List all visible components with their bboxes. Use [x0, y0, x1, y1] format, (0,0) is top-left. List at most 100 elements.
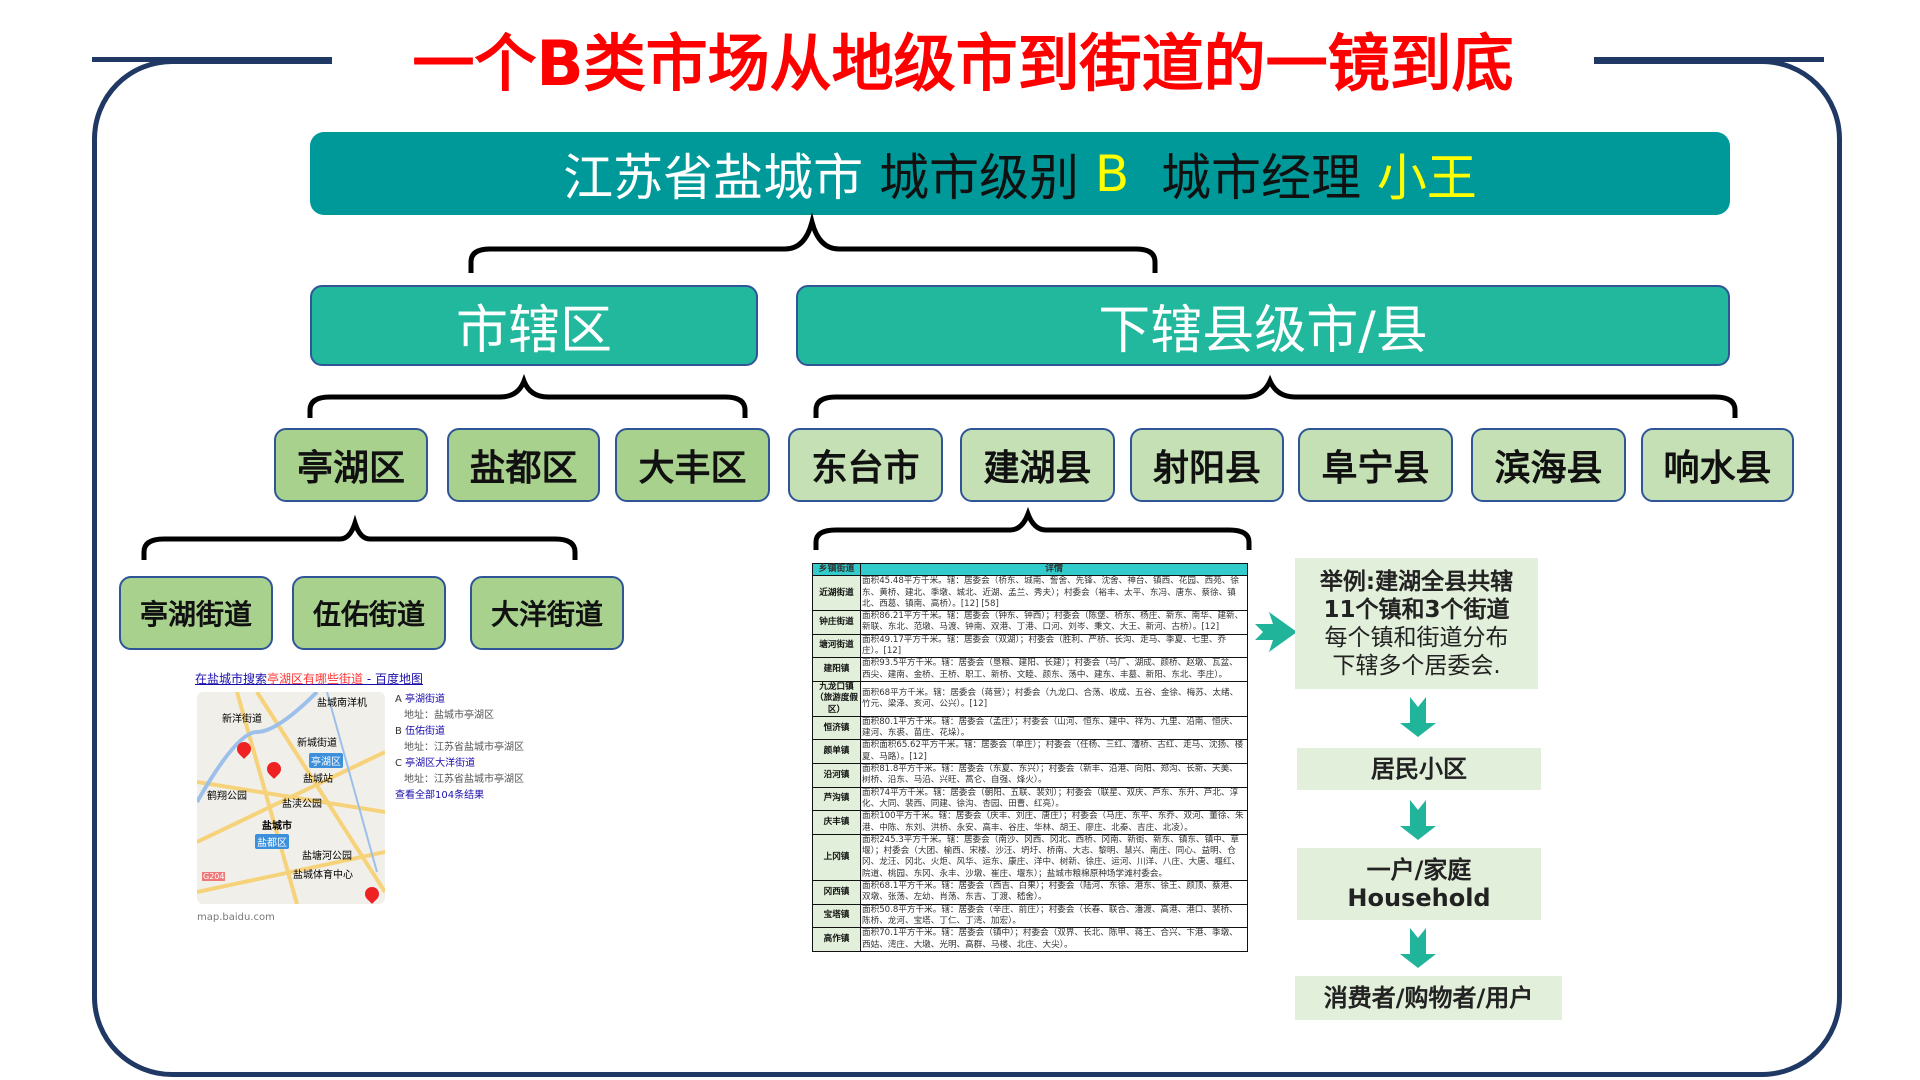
- table-header: 乡镇街道: [812, 562, 861, 577]
- arrow-down-icon: [1400, 697, 1436, 737]
- title-rule-left: [92, 57, 332, 62]
- county-level-box: 下辖县级市/县: [796, 285, 1730, 366]
- county-xiangshui: 响水县: [1641, 428, 1794, 502]
- brace-county: [813, 374, 1738, 418]
- arrow-right-icon: [1255, 612, 1297, 652]
- township-detail: 面积70.1平方千米。辖：居委会（镇中）；村委会（双界、长北、陈甲、蒋王、合兴、…: [860, 927, 1248, 952]
- township-name: 建阳镇: [812, 657, 861, 682]
- county-funing: 阜宁县: [1298, 428, 1453, 502]
- district-dafeng: 大丰区: [615, 428, 770, 502]
- street-wuyou: 伍佑街道: [292, 576, 446, 650]
- community-box: 居民小区: [1297, 748, 1541, 790]
- county-dongtai: 东台市: [788, 428, 943, 502]
- township-name: 颜单镇: [812, 739, 861, 765]
- township-name: 庆丰镇: [812, 810, 861, 835]
- result-link[interactable]: 亭湖街道: [405, 694, 446, 705]
- township-detail: 面积245.3平方千米。辖：居委会（南沙、冈西、冈北、西桥、冈南、新街、新东、镇…: [860, 833, 1248, 882]
- table-row: 庆丰镇面积100平方千米。辖：居委会（庆丰、刘庄、唐庄）；村委会（马庄、东平、东…: [812, 810, 1248, 835]
- township-detail: 面积74平方千米。辖：居委会（朝阳、五联、裴刘）；村委会（联星、双庆、芦东、东升…: [860, 786, 1248, 812]
- table-row: 颜单镇面积面积65.62平方千米。辖：居委会（单庄）；村委会（任杨、三红、漕桥、…: [812, 739, 1248, 765]
- map-label: 盐都区: [255, 834, 289, 849]
- township-name: 冈西镇: [812, 880, 861, 905]
- example-line: 11个镇和3个街道: [1323, 596, 1510, 623]
- table-row: 沿河镇面积81.8平方千米。辖：居委会（东夏、东兴）；村委会（新丰、沿港、向阳、…: [812, 763, 1248, 788]
- township-detail: 面积68平方千米。辖：居委会（蒋营）；村委会（九龙口、合荡、收成、五谷、金徐、梅…: [860, 680, 1248, 717]
- township-detail: 面积100平方千米。辖：居委会（庆丰、刘庄、唐庄）；村委会（马庄、东平、东乔、双…: [860, 810, 1248, 835]
- map-label: 盐塘河公园: [302, 851, 352, 862]
- township-name: 近湖街道: [812, 575, 861, 612]
- street-dayang: 大洋街道: [470, 576, 624, 650]
- city-name: 江苏省盐城市: [563, 148, 864, 207]
- level-label: 城市级别: [878, 148, 1079, 207]
- table-row: 钟庄街道面积86.21平方千米。辖：居委会（钟东、钟西）；村委会（陈堡、桥东、杨…: [812, 610, 1248, 635]
- brace-tinghu: [141, 514, 578, 560]
- brace-jianhu: [813, 506, 1252, 550]
- baidu-map-result: 在盐城市搜索亭湖区有哪些街道 - 百度地图 新洋街道 新城街道 盐城南洋机 亭湖…: [195, 670, 545, 930]
- township-name: 钟庄街道: [812, 610, 861, 635]
- township-name: 塘河街道: [812, 633, 861, 659]
- township-name: 沿河镇: [812, 763, 861, 788]
- map-thumbnail[interactable]: 新洋街道 新城街道 盐城南洋机 亭湖区 盐城站 鹤翔公园 盐渎公园 盐城市 盐都…: [197, 692, 385, 904]
- map-label: 鹤翔公园: [207, 791, 247, 802]
- township-detail: 面积80.1平方千米。辖：居委会（孟庄）；村委会（山河、恒东、建中、祥为、九里、…: [860, 715, 1248, 741]
- table-row: 上冈镇面积245.3平方千米。辖：居委会（南沙、冈西、冈北、西桥、冈南、新街、新…: [812, 833, 1248, 882]
- example-line: 举例:建湖全县共辖: [1319, 568, 1514, 595]
- township-detail: 面积81.8平方千米。辖：居委会（东夏、东兴）；村委会（新丰、沿港、向阳、郑沟、…: [860, 763, 1248, 788]
- street-tinghu: 亭湖街道: [119, 576, 273, 650]
- title-rule-right: [1594, 57, 1824, 62]
- household-en: Household: [1347, 884, 1491, 912]
- household-box: 一户/家庭 Household: [1297, 848, 1541, 920]
- brace-urban: [307, 373, 748, 418]
- result-address: 地址：江苏省盐城市亭湖区: [404, 774, 524, 785]
- township-name: 上冈镇: [812, 833, 861, 882]
- table-row: 近湖街道面积45.48平方千米。辖：居委会（桥东、城南、訾舍、先锋、沈舍、神台、…: [812, 575, 1248, 612]
- arrow-down-icon: [1400, 928, 1436, 968]
- example-line: 每个镇和街道分布: [1324, 624, 1509, 651]
- table-row: 冈西镇面积68.1平方千米。辖：居委会（西吉、白果）；村委会（陆河、东徐、港东、…: [812, 880, 1248, 905]
- county-binhai: 滨海县: [1471, 428, 1626, 502]
- table-row: 高作镇面积70.1平方千米。辖：居委会（镇中）；村委会（双界、长北、陈甲、蒋王、…: [812, 927, 1248, 952]
- consumer-box: 消费者/购物者/用户: [1295, 976, 1562, 1020]
- township-name: 九龙口镇（旅游度假区）: [812, 680, 861, 717]
- result-link[interactable]: 亭湖区大洋街道: [405, 758, 476, 769]
- table-row: 九龙口镇（旅游度假区）面积68平方千米。辖：居委会（蒋营）；村委会（九龙口、合荡…: [812, 680, 1248, 717]
- jianhu-example-box: 举例:建湖全县共辖 11个镇和3个街道 每个镇和街道分布 下辖多个居委会.: [1295, 558, 1538, 689]
- township-detail: 面积50.8平方千米。辖：居委会（辛庄、前庄）；村委会（长春、联合、潘渡、高港、…: [860, 903, 1248, 929]
- township-name: 宝塔镇: [812, 903, 861, 929]
- result-link[interactable]: 伍佑街道: [405, 726, 446, 737]
- township-detail: 面积86.21平方千米。辖：居委会（钟东、钟西）；村委会（陈堡、桥东、杨庄、新东…: [860, 610, 1248, 635]
- township-detail: 面积49.17平方千米。辖：居委会（双湖）；村委会（胜利、严桥、长沟、走马、季夏…: [860, 633, 1248, 659]
- map-label: 盐城市: [262, 821, 292, 832]
- district-yandu: 盐都区: [447, 428, 600, 502]
- result-address: 地址：盐城市亭湖区: [404, 710, 494, 721]
- brace-city: [468, 212, 1158, 273]
- table-row: 芦沟镇面积74平方千米。辖：居委会（朝阳、五联、裴刘）；村委会（联星、双庆、芦东…: [812, 786, 1248, 812]
- township-detail: 面积面积65.62平方千米。辖：居委会（单庄）；村委会（任杨、三红、漕桥、古红、…: [860, 739, 1248, 765]
- map-label: 盐城站: [303, 774, 333, 785]
- map-label: G204: [202, 872, 226, 881]
- map-label: 新城街道: [297, 738, 337, 749]
- household-cn: 一户/家庭: [1366, 856, 1472, 884]
- township-table: 乡镇街道详情 近湖街道面积45.48平方千米。辖：居委会（桥东、城南、訾舍、先锋…: [812, 562, 1248, 952]
- map-label: 盐城南洋机: [317, 698, 367, 709]
- map-label: 盐渎公园: [282, 799, 322, 810]
- map-label: 新洋街道: [222, 714, 262, 725]
- arrow-down-icon: [1400, 800, 1436, 840]
- table-row: 塘河街道面积49.17平方千米。辖：居委会（双湖）；村委会（胜利、严桥、长沟、走…: [812, 633, 1248, 659]
- map-result-link[interactable]: 在盐城市搜索亭湖区有哪些街道 - 百度地图: [195, 672, 423, 686]
- table-row: 建阳镇面积93.5平方千米。辖：居委会（垦粮、建阳、长建）；村委会（马厂、湖成、…: [812, 657, 1248, 682]
- county-jianhu: 建湖县: [960, 428, 1115, 502]
- example-line: 下辖多个居委会.: [1332, 652, 1501, 679]
- table-row: 恒济镇面积80.1平方千米。辖：居委会（孟庄）；村委会（山河、恒东、建中、祥为、…: [812, 715, 1248, 741]
- township-detail: 面积45.48平方千米。辖：居委会（桥东、城南、訾舍、先锋、沈舍、神台、镇西、花…: [860, 575, 1248, 612]
- township-name: 高作镇: [812, 927, 861, 952]
- page-title: 一个B类市场从地级市到街道的一镜到底: [332, 24, 1594, 104]
- urban-districts-box: 市辖区: [310, 285, 758, 366]
- view-all-results-link[interactable]: 查看全部104条结果: [395, 790, 485, 801]
- township-detail: 面积68.1平方千米。辖：居委会（西吉、白果）；村委会（陆河、东徐、港东、徐王、…: [860, 880, 1248, 905]
- manager-label: 城市经理: [1161, 148, 1361, 207]
- county-sheyang: 射阳县: [1130, 428, 1284, 502]
- township-detail: 面积93.5平方千米。辖：居委会（垦粮、建阳、长建）；村委会（马厂、湖成、颜桥、…: [860, 657, 1248, 682]
- map-source: map.baidu.com: [197, 912, 275, 923]
